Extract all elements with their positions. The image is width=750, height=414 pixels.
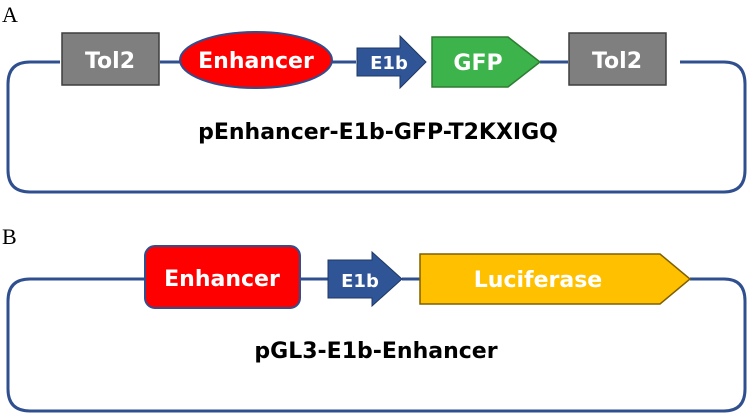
panel-b: B Enhancer E1b Luciferase pGL3-E1b-Enhan…: [2, 224, 747, 413]
e1b-b-label: E1b: [341, 271, 379, 292]
enhancer-b-label: Enhancer: [164, 267, 280, 292]
gfp-element: GFP: [431, 36, 542, 88]
tol2-right-label: Tol2: [592, 49, 642, 74]
enhancer-b-element: Enhancer: [144, 245, 301, 309]
e1b-b-promoter-arrow: E1b: [327, 250, 403, 308]
panel-b-plasmid-name: pGL3-E1b-Enhancer: [254, 339, 497, 364]
e1b-a-label: E1b: [370, 53, 408, 74]
panel-a: A Tol2 Enhancer E1b GFP Tol2 pEnhancer-E…: [2, 2, 747, 194]
panel-a-plasmid-name: pEnhancer-E1b-GFP-T2KXIGQ: [198, 120, 558, 145]
panel-a-letter: A: [2, 2, 18, 27]
panel-b-plasmid-backbone: [6, 277, 747, 413]
enhancer-a-element: Enhancer: [179, 31, 333, 89]
luciferase-label: Luciferase: [474, 268, 602, 293]
panel-a-plasmid-backbone: [6, 60, 747, 194]
tol2-right-element: Tol2: [568, 32, 667, 86]
luciferase-element: Luciferase: [419, 253, 692, 305]
panel-b-letter: B: [2, 224, 17, 249]
enhancer-a-label: Enhancer: [198, 49, 314, 74]
tol2-left-label: Tol2: [85, 49, 135, 74]
gfp-label: GFP: [453, 51, 502, 76]
e1b-a-promoter-arrow: E1b: [356, 34, 427, 90]
tol2-left-element: Tol2: [61, 32, 160, 86]
